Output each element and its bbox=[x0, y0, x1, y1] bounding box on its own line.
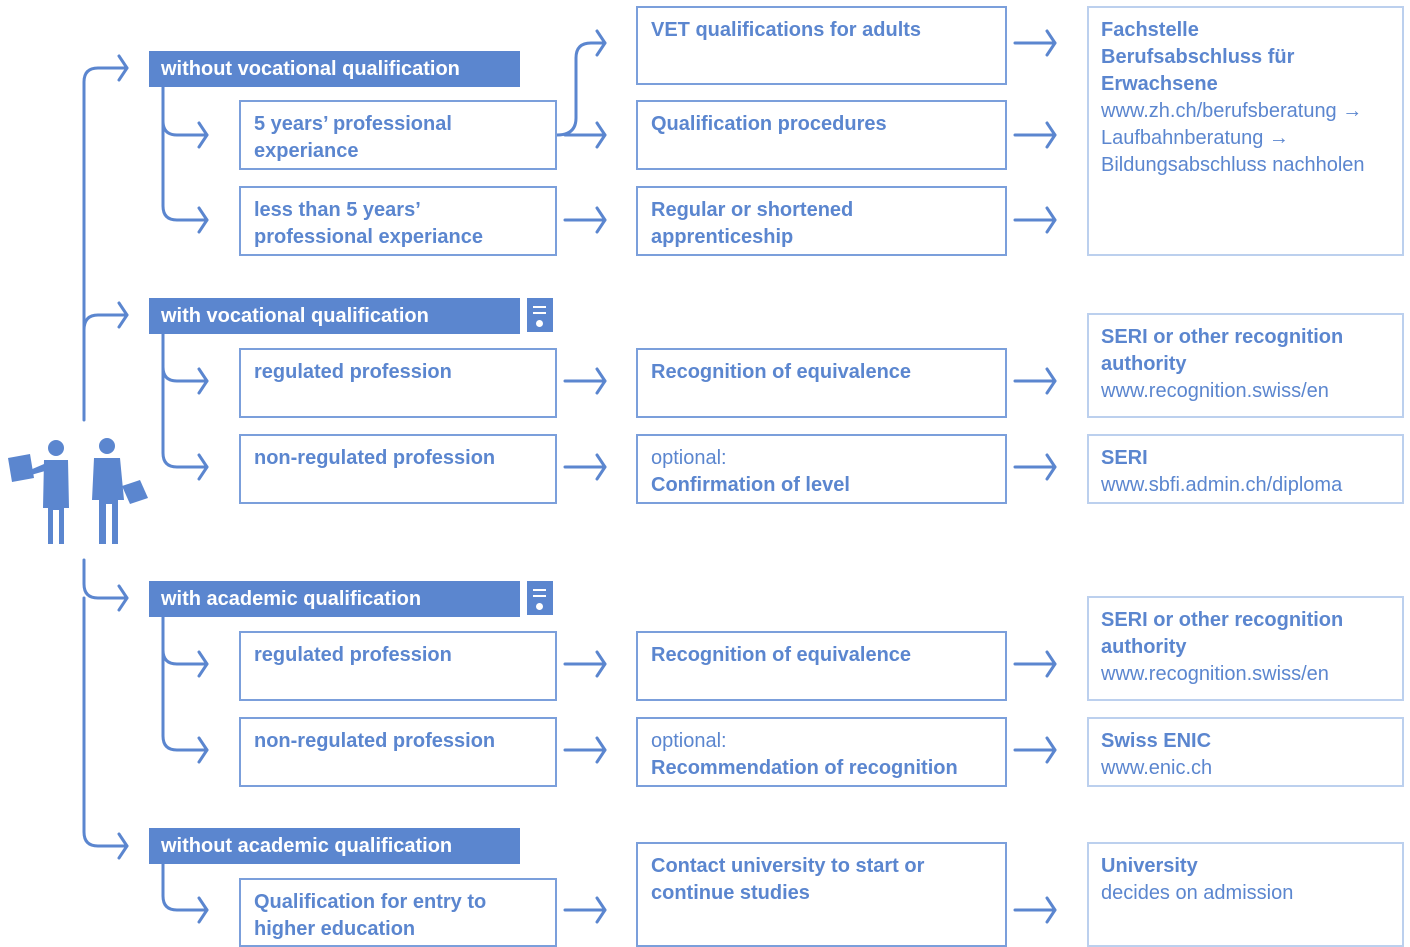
arrow-icon bbox=[197, 650, 209, 678]
certificate-icon bbox=[527, 298, 553, 332]
arrow-icon bbox=[197, 896, 209, 924]
connector-line bbox=[555, 41, 607, 137]
arrow-icon bbox=[197, 121, 209, 149]
arrow-icon bbox=[1045, 650, 1057, 678]
branch-line bbox=[82, 596, 129, 848]
arrow-icon bbox=[1045, 29, 1057, 57]
arrow-icon bbox=[197, 206, 209, 234]
arrow-icon bbox=[1045, 206, 1057, 234]
arrow-icon bbox=[117, 301, 129, 329]
certificate-icon bbox=[527, 581, 553, 615]
section-header-without-academic: without academic qualification bbox=[149, 828, 520, 864]
section-header-without-vocational: without vocational qualification bbox=[149, 51, 520, 87]
arrow-icon bbox=[595, 121, 607, 149]
branch-line bbox=[161, 365, 209, 383]
condition-box-non-regulated-academic: non-regulated profession bbox=[239, 717, 557, 787]
arrow-icon bbox=[595, 896, 607, 924]
arrow-icon bbox=[197, 736, 209, 764]
arrow-icon bbox=[595, 367, 607, 395]
arrow-icon bbox=[1045, 121, 1057, 149]
arrow-icon bbox=[1045, 896, 1057, 924]
output-box-fachstelle: Fachstelle Berufsabschluss für Erwachsen… bbox=[1087, 6, 1404, 256]
condition-box-non-regulated: non-regulated profession bbox=[239, 434, 557, 504]
branch-line bbox=[161, 648, 209, 666]
arrow-icon bbox=[595, 206, 607, 234]
two-people-with-documents-icon bbox=[8, 438, 148, 544]
arrow-icon bbox=[595, 29, 607, 57]
arrow-icon bbox=[1045, 736, 1057, 764]
branch-line bbox=[161, 85, 209, 222]
branch-line bbox=[161, 615, 209, 752]
arrow-icon bbox=[595, 736, 607, 764]
arrow-icon bbox=[117, 54, 129, 82]
arrow-icon bbox=[595, 650, 607, 678]
arrow-icon bbox=[117, 832, 129, 860]
branch-line bbox=[161, 862, 209, 912]
arrow-icon bbox=[197, 453, 209, 481]
section-header-with-academic: with academic qualification bbox=[149, 581, 520, 617]
condition-box-regulated: regulated profession bbox=[239, 348, 557, 418]
branch-line bbox=[161, 119, 209, 137]
arrow-icon bbox=[1045, 453, 1057, 481]
action-box-qualification-procedures: Qualification procedures bbox=[636, 100, 1007, 170]
action-box-confirmation-of-level: optional:Confirmation of level bbox=[636, 434, 1007, 504]
action-box-recognition-of-equivalence: Recognition of equivalence bbox=[636, 348, 1007, 418]
action-box-apprenticeship: Regular or shortened apprenticeship bbox=[636, 186, 1007, 256]
arrow-icon bbox=[117, 584, 129, 612]
trunk-line bbox=[82, 66, 129, 422]
section-header-with-vocational: with vocational qualification bbox=[149, 298, 520, 334]
action-box-contact-university: Contact university to start or continue … bbox=[636, 842, 1007, 947]
action-box-vet-qualifications: VET qualifications for adults bbox=[636, 6, 1007, 85]
arrow-icon bbox=[595, 453, 607, 481]
condition-box-5-years: 5 years’ professional experiance bbox=[239, 100, 557, 170]
action-box-recommendation-of-recognition: optional:Recommendation of recognition bbox=[636, 717, 1007, 787]
branch-line bbox=[82, 313, 129, 332]
condition-box-qualification-for-entry: Qualification for entry to higher educat… bbox=[239, 878, 557, 947]
branch-line bbox=[161, 332, 209, 469]
condition-box-less-than-5-years: less than 5 years’ professional experian… bbox=[239, 186, 557, 256]
condition-box-regulated-academic: regulated profession bbox=[239, 631, 557, 701]
action-box-recognition-of-equivalence-academic: Recognition of equivalence bbox=[636, 631, 1007, 701]
arrow-icon bbox=[1045, 367, 1057, 395]
arrow-icon bbox=[197, 367, 209, 395]
branch-line bbox=[82, 558, 129, 600]
